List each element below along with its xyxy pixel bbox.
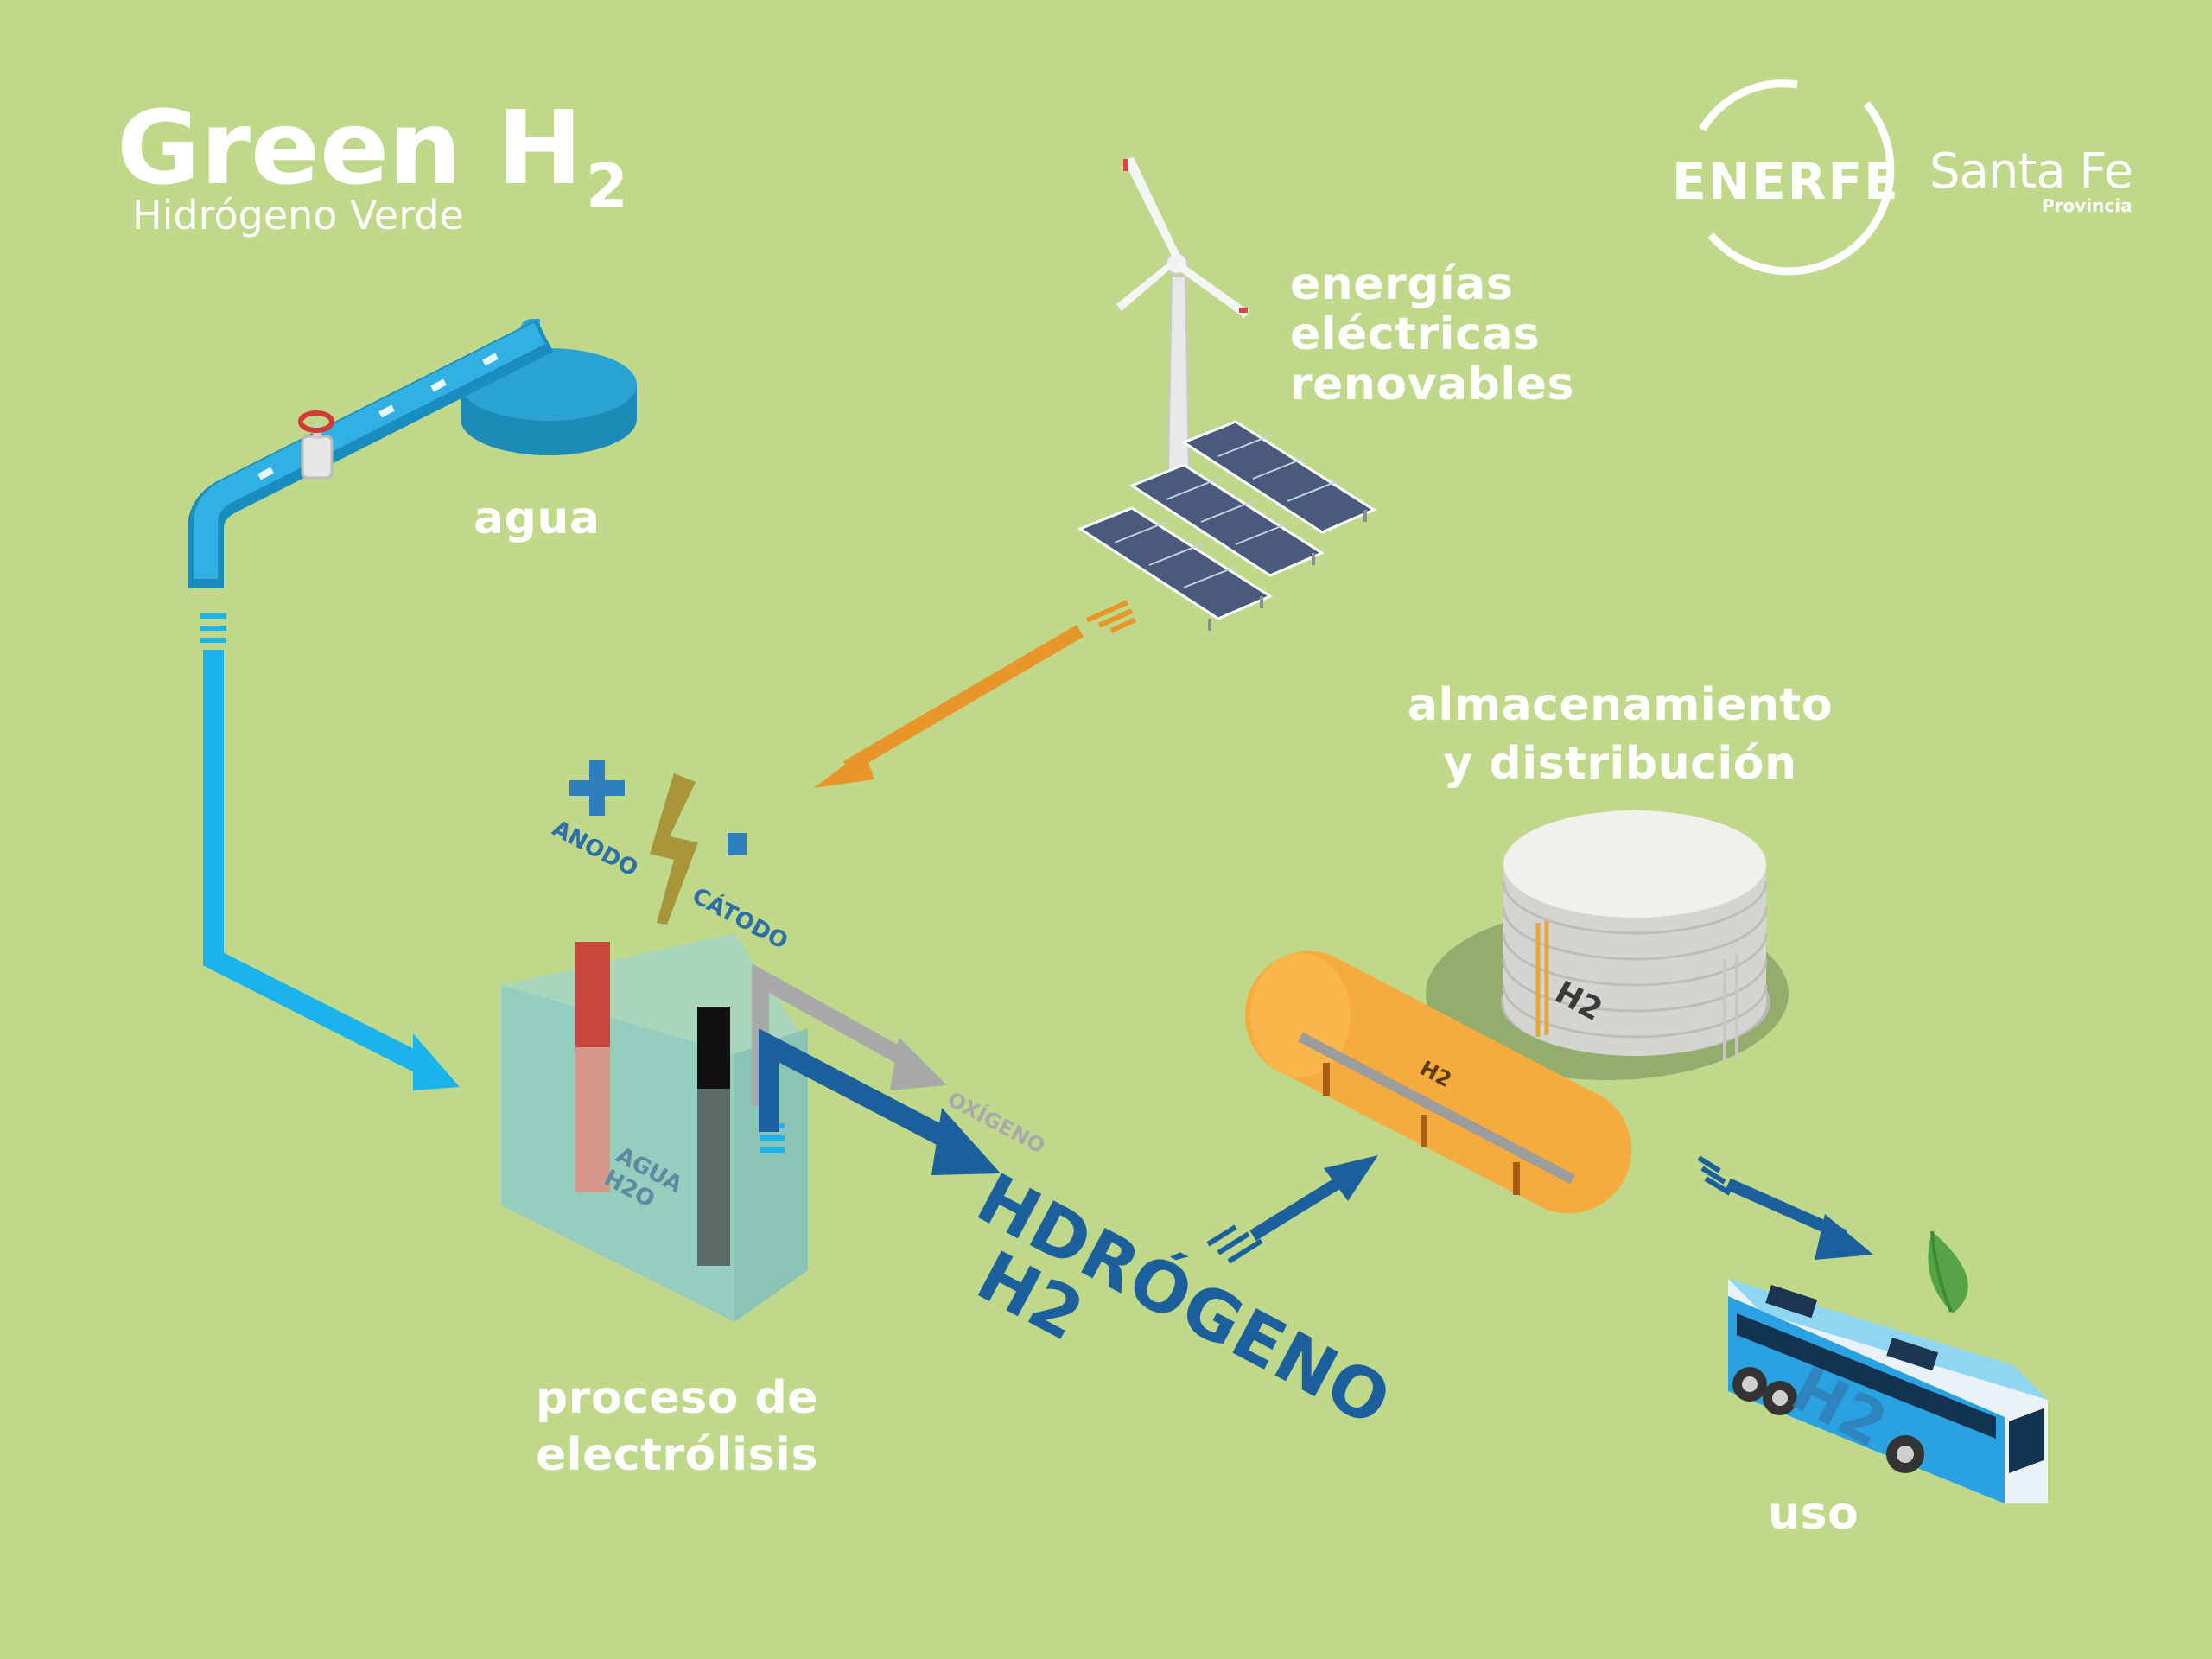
brand-subtitle: Hidrógeno Verde	[132, 192, 464, 238]
label-electrolisis-line: electrólisis	[536, 1429, 818, 1481]
label-almacenamiento: almacenamiento y distribución	[1404, 676, 1836, 793]
label-energias-line: renovables	[1290, 359, 1574, 410]
water-pipe	[188, 319, 554, 588]
plus-icon	[569, 760, 625, 816]
label-energias: energías eléctricas renovables	[1290, 259, 1574, 410]
label-energias-line: energías	[1290, 258, 1514, 310]
enerfe-logo-ring	[1699, 79, 1895, 276]
santafe-provincia: Provincia	[2042, 195, 2133, 216]
label-agua: agua	[474, 493, 601, 544]
solar-panel-icon	[1077, 420, 1377, 631]
brand-title-text: Green H	[117, 88, 582, 207]
energy-arrow	[814, 600, 1137, 788]
hydrogen-arrow	[759, 1028, 1001, 1175]
bus-icon	[1728, 1279, 2048, 1503]
label-almacenamiento-line: almacenamiento	[1407, 679, 1834, 731]
brand-title-subscript: 2	[585, 151, 628, 222]
label-electrolisis-line: proceso de	[536, 1372, 818, 1424]
valve-icon	[298, 410, 334, 480]
water-arrow	[200, 613, 460, 1090]
label-energias-line: eléctricas	[1290, 308, 1541, 360]
label-uso: uso	[1768, 1488, 1859, 1540]
enerfe-logo: ENERFE	[1672, 152, 1900, 211]
label-electrolisis: proceso de electrólisis	[536, 1370, 818, 1484]
lightning-icon	[650, 773, 698, 925]
hydrogen-truck-icon	[1244, 950, 1632, 1214]
usage-arrow	[1697, 1155, 1873, 1260]
brand-title: Green H2	[117, 97, 628, 217]
storage-arrow	[1206, 1155, 1378, 1264]
storage-tank-icon	[1426, 810, 1789, 1080]
minus-icon	[728, 833, 747, 855]
electrolyzer-icon	[501, 933, 808, 1322]
santafe-logo: Santa Fe	[1929, 143, 2133, 200]
label-almacenamiento-line: y distribución	[1443, 738, 1797, 790]
leaf-icon	[1928, 1230, 1968, 1313]
